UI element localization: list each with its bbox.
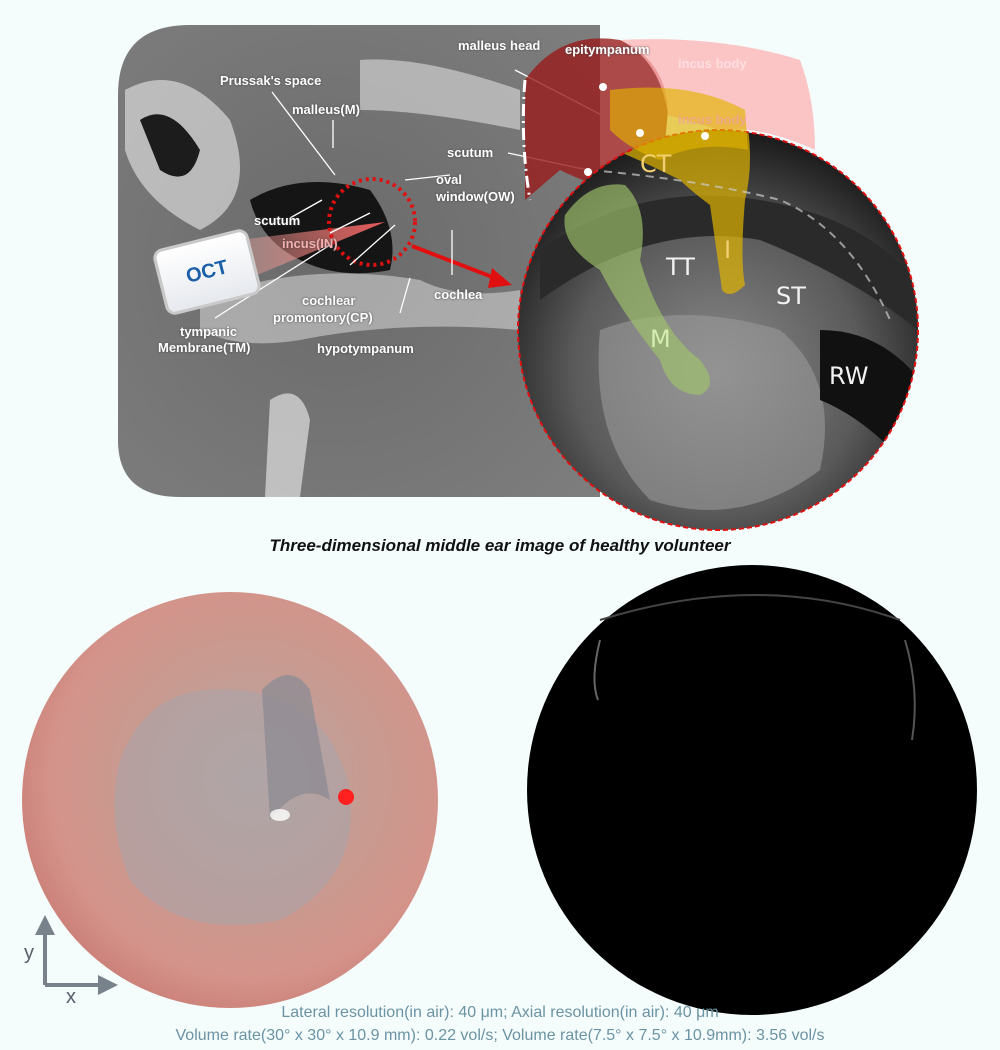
oct-target-dot (338, 789, 354, 805)
label-malleus: malleus(M) (292, 102, 360, 117)
region-of-interest-circle (327, 177, 417, 267)
label-incus-body-ghost: incus body (678, 112, 747, 127)
label-m: M (650, 325, 671, 353)
zoom-arrow (488, 268, 512, 288)
oct-volume-view (527, 565, 977, 1015)
label-scutum-left: scutum (254, 213, 301, 228)
label-window: window(OW) (436, 189, 515, 204)
xy-axes-icon (35, 915, 118, 995)
label-promontory: promontory(CP) (273, 310, 373, 325)
resolution-info: Lateral resolution(in air): 40 μm; Axial… (281, 1004, 719, 1021)
label-epitympanum: epitympanum (565, 42, 650, 57)
label-rw: RW (829, 362, 869, 390)
label-cochlea: cochlea (434, 287, 483, 302)
figure-caption: Three-dimensional middle ear image of he… (269, 536, 731, 555)
axis-x-label: x (66, 986, 76, 1008)
label-cochlear: cochlear (302, 293, 356, 308)
axis-y-label: y (24, 942, 34, 964)
label-hypotympanum: hypotympanum (317, 341, 414, 356)
label-prussaks-space: Prussak's space (220, 73, 322, 88)
malleus-segment (564, 184, 710, 395)
oct-label: OCT (183, 255, 231, 288)
incus-body-highlight (620, 39, 815, 150)
label-oval: oval (436, 172, 463, 187)
label-ct: CT (640, 150, 672, 178)
label-scutum-right: scutum (447, 145, 494, 160)
oct-beam (240, 222, 385, 282)
label-malleus-head: malleus head (458, 38, 541, 53)
label-st: ST (776, 282, 806, 310)
label-i: I (724, 236, 732, 264)
label-incus: incus(IN) (282, 236, 338, 251)
label-tympanic: tympanic (180, 324, 238, 339)
volume-rate-info: Volume rate(30° x 30° x 10.9 mm): 0.22 v… (175, 1027, 825, 1044)
label-incus-body: incus body (678, 56, 747, 71)
label-membrane: Membrane(TM) (158, 340, 251, 355)
label-tt: TT (666, 253, 695, 281)
